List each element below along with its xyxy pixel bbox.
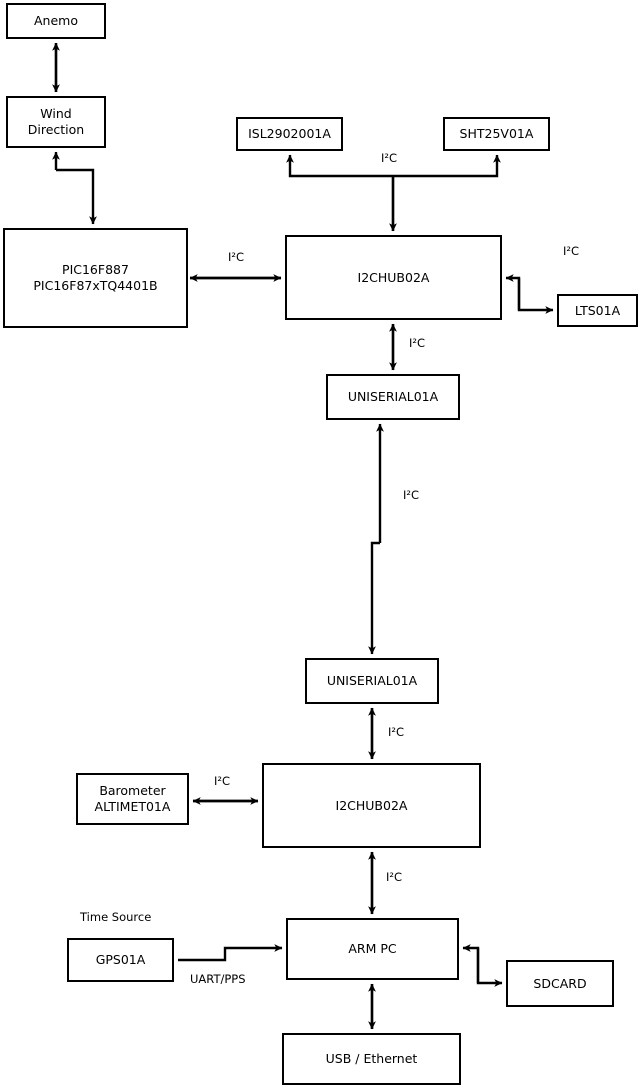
node-sht25v01a-label: SHT25V01A [459,126,534,142]
node-pic-microcontroller-label: PIC16F887 PIC16F87xTQ4401B [33,262,158,293]
label-time-source: Time Source [80,910,152,924]
edge-hub-to-lts [517,278,554,314]
node-gps01a[interactable]: GPS01A [67,938,174,982]
node-gps01a-label: GPS01A [95,952,146,968]
edge-gps-to-armpc [178,944,283,962]
node-sdcard[interactable]: SDCARD [506,960,614,1007]
edge-label-i2c-uniserial-hub-bottom: I²C [388,725,405,739]
node-uniserial01a-top[interactable]: UNISERIAL01A [326,374,460,420]
node-usb-ethernet[interactable]: USB / Ethernet [282,1033,461,1085]
edge-bus-to-isl [286,154,393,178]
edge-label-i2c-pic-hub: I²C [228,250,245,264]
node-sht25v01a[interactable]: SHT25V01A [443,117,550,151]
node-uniserial01a-top-label: UNISERIAL01A [347,389,439,405]
node-sdcard-label: SDCARD [533,975,587,991]
edge-label-i2c-hub-armpc: I²C [386,870,403,884]
edge-label-i2c-hub-uniserial: I²C [409,336,426,350]
node-i2chub02a-top-label: I2CHUB02A [357,269,430,285]
node-arm-pc-label: ARM PC [348,941,397,957]
node-barometer-altimet01a-label: Barometer ALTIMET01A [94,783,171,814]
node-anemo-label: Anemo [34,13,78,29]
node-arm-pc[interactable]: ARM PC [286,918,459,980]
node-isl2902001a[interactable]: ISL2902001A [236,117,343,151]
node-pic-microcontroller[interactable]: PIC16F887 PIC16F87xTQ4401B [3,228,188,328]
node-anemo[interactable]: Anemo [6,3,106,39]
edge-bus-to-sht [393,154,501,178]
node-barometer-altimet01a[interactable]: Barometer ALTIMET01A [76,773,189,825]
edge-label-i2c-long-link: I²C [403,488,420,502]
edge-uniserial-link-down [368,541,380,655]
node-uniserial01a-bottom-label: UNISERIAL01A [326,673,418,689]
node-i2chub02a-top[interactable]: I2CHUB02A [285,235,502,320]
node-isl2902001a-label: ISL2902001A [248,126,331,142]
edge-label-uart-pps: UART/PPS [190,972,246,986]
edge-lts-to-hub [505,274,521,310]
node-wind-direction-label: Wind Direction [27,106,85,137]
edge-label-i2c-barometer: I²C [214,774,231,788]
node-usb-ethernet-label: USB / Ethernet [325,1051,418,1067]
edge-armpc-to-sdcard [476,948,503,987]
edge-label-i2c-lts: I²C [563,244,580,258]
node-uniserial01a-bottom[interactable]: UNISERIAL01A [305,658,439,704]
node-lts01a-label: LTS01A [574,302,621,318]
node-i2chub02a-bottom[interactable]: I2CHUB02A [262,763,481,848]
node-lts01a[interactable]: LTS01A [557,294,638,327]
edge-sdcard-to-armpc [462,944,480,983]
edge-label-i2c-top-bus: I²C [381,151,398,165]
node-wind-direction[interactable]: Wind Direction [6,96,106,148]
edge-pic-winddir-elbow [56,168,97,225]
node-i2chub02a-bottom-label: I2CHUB02A [335,797,408,813]
